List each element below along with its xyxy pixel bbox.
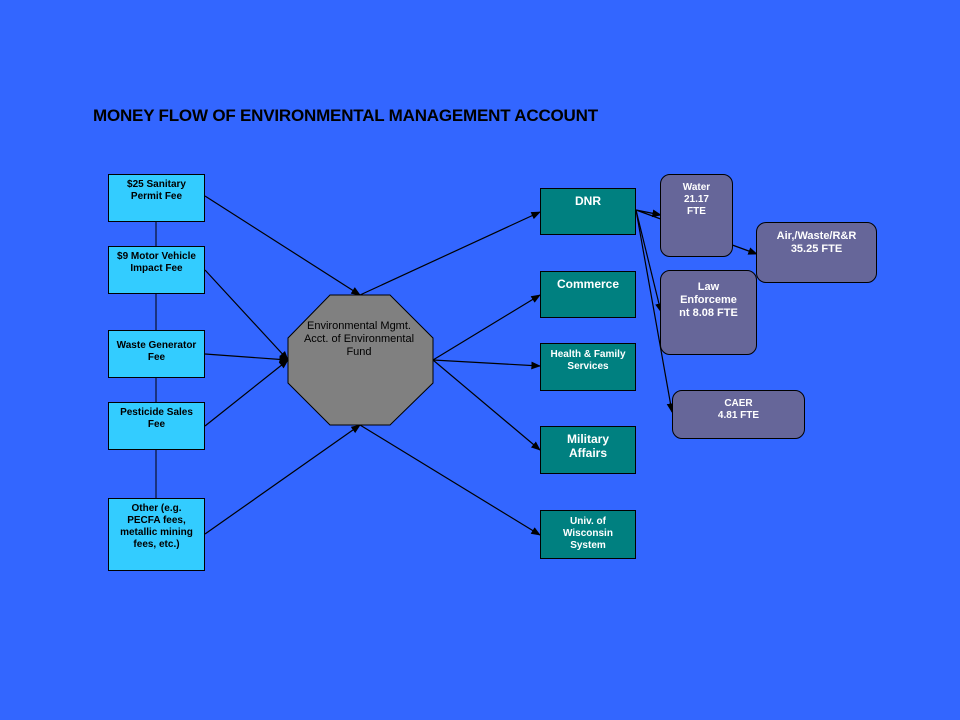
source-label: Other (e.g. PECFA fees, metallic mining … bbox=[120, 503, 193, 550]
unit-label: Water 21.17 FTE bbox=[682, 182, 711, 217]
fund-octagon bbox=[287, 294, 434, 426]
arrow-fund-to-military bbox=[432, 359, 541, 451]
dept-commerce: Commerce bbox=[540, 271, 636, 318]
unit-law-enforcement: Law Enforceme nt 8.08 FTE bbox=[660, 270, 757, 355]
source-sanitary-permit-fee: $25 Sanitary Permit Fee bbox=[108, 174, 205, 222]
dept-dnr: DNR bbox=[540, 188, 636, 235]
dept-label: Univ. of Wisconsin System bbox=[563, 516, 613, 551]
dept-military-affairs: Military Affairs bbox=[540, 426, 636, 474]
source-label: $25 Sanitary Permit Fee bbox=[127, 179, 186, 202]
dept-label: Commerce bbox=[556, 277, 620, 291]
source-label: $9 Motor Vehicle Impact Fee bbox=[117, 251, 196, 274]
page-title: MONEY FLOW OF ENVIRONMENTAL MANAGEMENT A… bbox=[93, 106, 598, 125]
source-label: Waste Generator Fee bbox=[116, 340, 197, 363]
source-label: Pesticide Sales Fee bbox=[120, 407, 193, 430]
arrow-dnr-to-water bbox=[635, 209, 662, 218]
unit-label: CAER 4.81 FTE bbox=[717, 398, 760, 421]
arrow-fund-to-health bbox=[432, 359, 541, 370]
source-other-fees: Other (e.g. PECFA fees, metallic mining … bbox=[108, 498, 205, 571]
unit-label: Law Enforceme nt 8.08 FTE bbox=[679, 281, 738, 319]
arrow-fund-to-dnr bbox=[359, 211, 541, 296]
source-motor-vehicle-impact-fee: $9 Motor Vehicle Impact Fee bbox=[108, 246, 205, 294]
unit-caer: CAER 4.81 FTE bbox=[672, 390, 805, 439]
source-waste-generator-fee: Waste Generator Fee bbox=[108, 330, 205, 378]
dept-univ-wisconsin-system: Univ. of Wisconsin System bbox=[540, 510, 636, 559]
arrow-sanitary-to-fund bbox=[204, 195, 361, 296]
unit-air-waste-rr: Air,/Waste/R&R 35.25 FTE bbox=[756, 222, 877, 283]
dept-health-family-services: Health & Family Services bbox=[540, 343, 636, 391]
arrow-dnr-to-law bbox=[635, 209, 663, 313]
arrow-waste-generator-to-fund bbox=[204, 353, 289, 364]
dept-label: Military Affairs bbox=[566, 432, 609, 460]
dept-label: Health & Family Services bbox=[550, 349, 626, 372]
unit-label: Air,/Waste/R&R 35.25 FTE bbox=[776, 230, 857, 255]
arrow-fund-to-commerce bbox=[432, 294, 541, 361]
arrow-pesticide-to-fund bbox=[204, 359, 289, 427]
fund-label: Environmental Mgmt. Acct. of Environment… bbox=[303, 320, 415, 358]
source-pesticide-sales-fee: Pesticide Sales Fee bbox=[108, 402, 205, 450]
arrow-dnr-to-caer bbox=[635, 209, 675, 413]
unit-water: Water 21.17 FTE bbox=[660, 174, 733, 257]
dept-label: DNR bbox=[575, 194, 601, 208]
arrow-fund-to-university bbox=[359, 424, 541, 536]
arrow-other-to-fund bbox=[204, 424, 361, 535]
arrow-motor-vehicle-to-fund bbox=[204, 269, 289, 361]
